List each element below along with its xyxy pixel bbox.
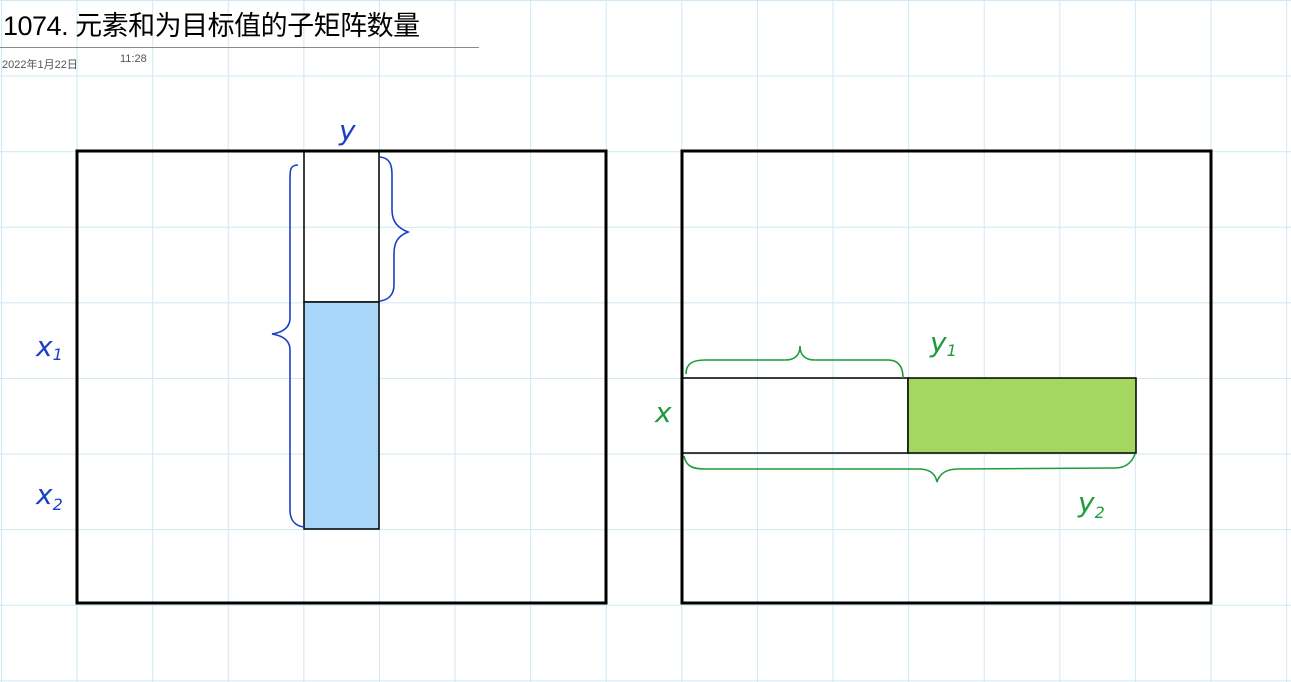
title-divider [0,47,479,48]
label-y: y [338,114,356,147]
label-y1: y1 [929,326,957,360]
note-title: 1074. 元素和为目标值的子矩阵数量 [3,11,420,41]
label-y2: y2 [1077,486,1105,522]
right-row-left [681,377,909,454]
note-date: 2022年1月22日 [2,59,78,71]
right-row-highlight [907,377,1137,454]
right-diagram: x y1 y2 [654,149,1213,605]
left-column-highlight [303,301,380,530]
bottom-brace [683,453,1136,483]
left-diagram: y x1 x2 [35,114,608,605]
right-outer-matrix [680,149,1213,605]
left-column-upper [303,150,380,303]
note-time: 11:28 [120,53,147,65]
label-x: x [654,396,672,429]
right-brace-upper [379,156,411,302]
left-brace-long [271,164,305,528]
label-x1: x1 [35,330,63,364]
top-brace [685,345,904,379]
label-x2: x2 [35,478,63,514]
